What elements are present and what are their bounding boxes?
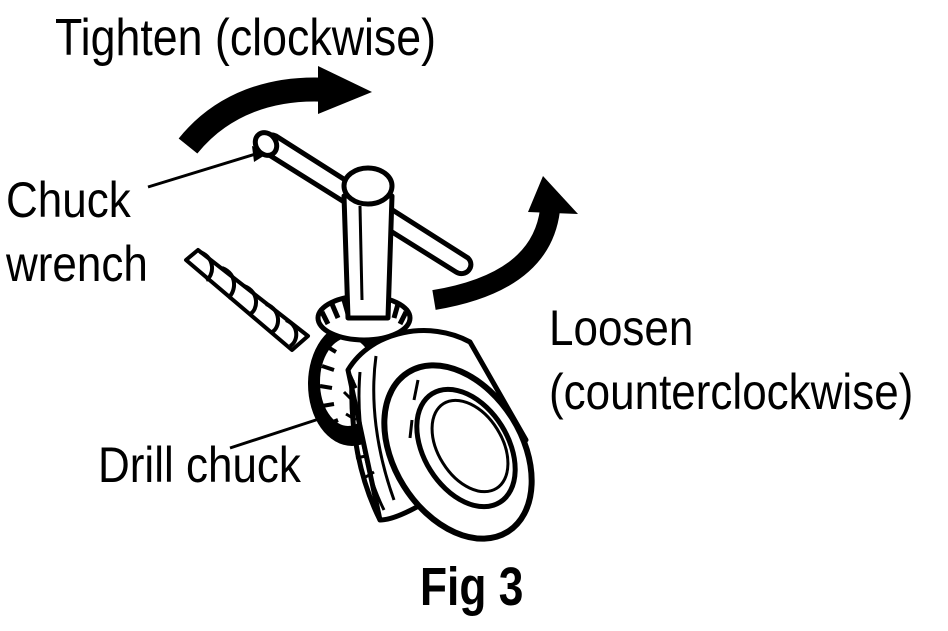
- drill-bit: [184, 248, 310, 352]
- chuck-wrench-label-line1: Chuck: [6, 172, 131, 228]
- tighten-label: Tighten (clockwise): [55, 9, 437, 67]
- figure-caption: Fig 3: [420, 557, 524, 617]
- drill-chuck-leader: [229, 416, 323, 450]
- loosen-arrow: [432, 176, 578, 310]
- chuck-wrench: [252, 130, 474, 321]
- drill-chuck-label: Drill chuck: [98, 437, 301, 493]
- loosen-label: Loosen (counterclockwise): [549, 296, 913, 424]
- loosen-label-line2: (counterclockwise): [549, 364, 914, 420]
- chuck-wrench-label: Chuck wrench: [6, 168, 148, 296]
- chuck-wrench-leader: [147, 150, 263, 189]
- chuck-body: [342, 328, 535, 542]
- loosen-label-line1: Loosen: [549, 300, 694, 356]
- tighten-arrow: [178, 66, 372, 154]
- chuck-wrench-label-line2: wrench: [6, 236, 148, 292]
